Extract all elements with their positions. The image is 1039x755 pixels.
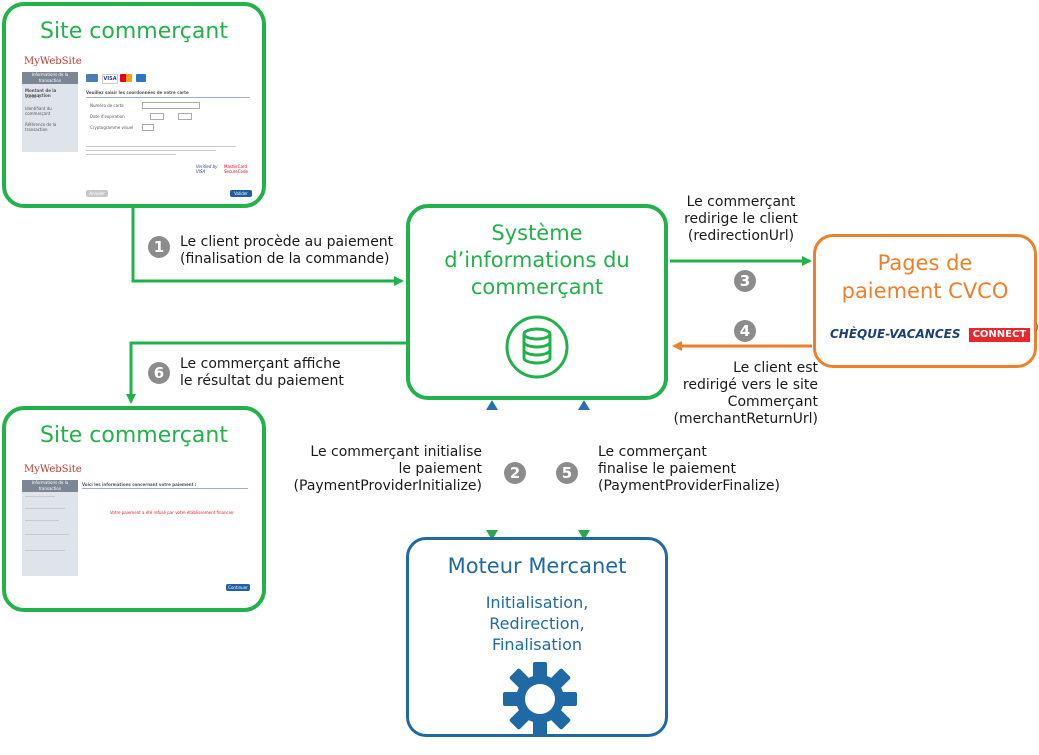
form-field-label: Numéro de carte [90, 103, 124, 108]
mercanet-steps: Initialisation, Redirection, Finalisatio… [485, 593, 589, 654]
sidebar-line [25, 508, 65, 509]
sidebar-line: Montant de la transaction [25, 88, 57, 98]
arrow-step-5 [578, 400, 590, 540]
merchant-site-bottom: Site commerçant MyWebSite Informations d… [2, 406, 266, 612]
info-text-line [86, 154, 176, 155]
merchant-information-system: Système d’informations du commerçant [406, 204, 668, 400]
step-3-label: Le commerçant redirige le client (redire… [684, 194, 798, 244]
step-4-badge: 4 [734, 320, 756, 342]
arrow-step-2 [486, 400, 498, 540]
merchant-site-top: Site commerçant MyWebSite Informations d… [2, 2, 266, 208]
step-2-label: Le commerçant initialise le paiement (Pa… [293, 444, 482, 494]
system-title: Système d’informations du commerçant [444, 221, 630, 299]
sidebar-line: 10,00 € [25, 94, 41, 99]
step-1-badge: 1 [148, 236, 170, 258]
signal-icon: ) [1035, 323, 1039, 333]
form-heading: Veuillez saisir les coordonnées de votre… [86, 90, 189, 95]
screenshot-sidebar-header: Informations de la transaction [22, 72, 78, 84]
sidebar-line [25, 520, 59, 521]
card-brand-cb-icon [86, 74, 98, 82]
verified-by-visa-badge: Verified by VISA [196, 164, 218, 174]
cvco-payment-pages: Pages de paiement CVCO CHÈQUE-VACANCES C… [813, 234, 1039, 368]
form-divider [86, 97, 250, 98]
step-3-badge: 3 [734, 270, 756, 292]
step-4-label: Le client est redirigé vers le site Comm… [673, 360, 818, 427]
step-6-label: Le commerçant affiche le résultat du pai… [180, 356, 344, 389]
expiry-year-select[interactable] [178, 113, 192, 120]
result-message: Votre paiement a été refusé par votre ét… [110, 510, 234, 515]
step-1-label: Le client procède au paiement (finalisat… [180, 234, 394, 267]
form-field-label: Date d'expiration [90, 114, 125, 119]
step-5-badge: 5 [556, 462, 578, 484]
arrow-step-1 [131, 208, 404, 286]
mercanet-title: Moteur Mercanet [447, 554, 627, 578]
form-field-label: Cryptogramme visuel [90, 125, 134, 130]
result-heading: Voici les informations concernant votre … [82, 482, 197, 487]
screenshot-sidebar: Informations de la transaction [22, 480, 78, 576]
merchant-site-bottom-title: Site commerçant [40, 423, 228, 448]
screenshot-logo: MyWebSite [24, 464, 82, 475]
step-6-badge: 6 [148, 362, 170, 384]
screenshot-logo: MyWebSite [24, 56, 82, 67]
sidebar-line [25, 550, 65, 551]
card-brand-visa-icon: VISA [102, 74, 118, 84]
merchant-site-top-title: Site commerçant [40, 19, 228, 44]
result-divider [82, 488, 248, 489]
info-text-line [86, 150, 216, 151]
sidebar-line: Identifiant du commerçant [25, 106, 52, 116]
cvco-logo-text: CHÈQUE-VACANCES [830, 327, 961, 341]
screenshot-sidebar-header: Informations de la transaction [22, 480, 78, 492]
database-icon [505, 315, 569, 379]
sidebar-line [25, 496, 55, 497]
continue-button[interactable]: Continuer [226, 584, 250, 591]
checkout-screenshot: MyWebSite Informations de la transaction… [20, 52, 252, 202]
sidebar-line [25, 534, 69, 535]
cancel-button[interactable]: Annuler [86, 190, 108, 197]
card-brand-mastercard-icon [120, 74, 132, 82]
gear-icon [503, 662, 577, 736]
info-text-line [86, 146, 236, 147]
step-5-label: Le commerçant finalise le paiement (Paym… [598, 444, 780, 494]
card-brand-amex-icon [136, 74, 146, 82]
mercanet-engine: Moteur Mercanet Initialisation, Redirect… [406, 537, 668, 737]
cvv-input[interactable] [142, 124, 154, 131]
result-screenshot: MyWebSite Informations de la transaction… [20, 460, 252, 600]
card-number-input[interactable] [142, 102, 200, 109]
cvco-logo-badge: CONNECT [968, 328, 1031, 342]
validate-button[interactable]: Valider [230, 190, 252, 197]
sidebar-line: Référence de la transaction [25, 122, 57, 132]
arrow-step-6 [126, 341, 406, 404]
expiry-month-select[interactable] [150, 113, 164, 120]
cvco-title: Pages de paiement CVCO [841, 251, 1009, 303]
cheque-vacances-connect-logo: CHÈQUE-VACANCES CONNECT ) [830, 323, 1039, 342]
step-2-badge: 2 [504, 462, 526, 484]
mastercard-securecode-badge: MasterCard SecureCode [224, 164, 248, 174]
screenshot-sidebar: Informations de la transaction Montant d… [22, 72, 78, 152]
